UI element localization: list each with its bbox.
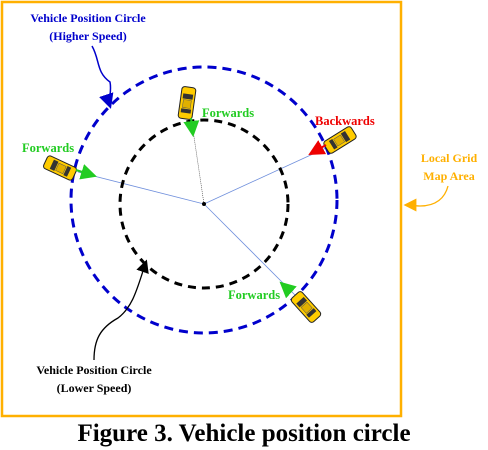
local-grid-map-border [0,0,403,418]
outer-circle-title-line2: (Higher Speed) [49,29,126,43]
figure-caption: Figure 3. Vehicle position circle [77,420,411,447]
forwards-arrow-bottom [279,281,297,299]
vehicle-bottom [289,289,323,325]
radius-lines [77,109,327,299]
forwards-arrow-top [183,117,200,137]
direction-label-top: Forwards [202,106,254,120]
inner-position-circle [118,118,290,290]
vehicle-top [177,85,197,121]
radius-line-bottom [203,203,299,299]
outer-circle-pointer [91,45,114,109]
vehicle-right [322,125,358,155]
backwards-arrow-right [308,140,327,155]
diagram-canvas: Forwards Forwards Backwards Forwards Veh… [0,0,478,418]
forwards-arrow-left [75,164,97,180]
inner-circle-title-line2: (Lower Speed) [57,381,132,395]
grid-area-title-line2: Map Area [423,169,474,183]
direction-label-left: Forwards [22,141,74,155]
radius-line-left [77,171,205,205]
grid-area-title-line1: Local Grid [421,151,478,165]
direction-label-bottom: Forwards [228,288,280,302]
inner-circle-title-line1: Vehicle Position Circle [36,363,152,377]
inner-circle-pointer [93,259,149,361]
grid-area-pointer [403,185,449,212]
direction-label-right: Backwards [315,114,375,128]
radius-line-right [203,147,327,205]
center-point [202,202,206,206]
outer-circle-title-line1: Vehicle Position Circle [30,11,146,25]
vehicle-left [42,154,78,182]
outer-position-circle [69,65,339,335]
